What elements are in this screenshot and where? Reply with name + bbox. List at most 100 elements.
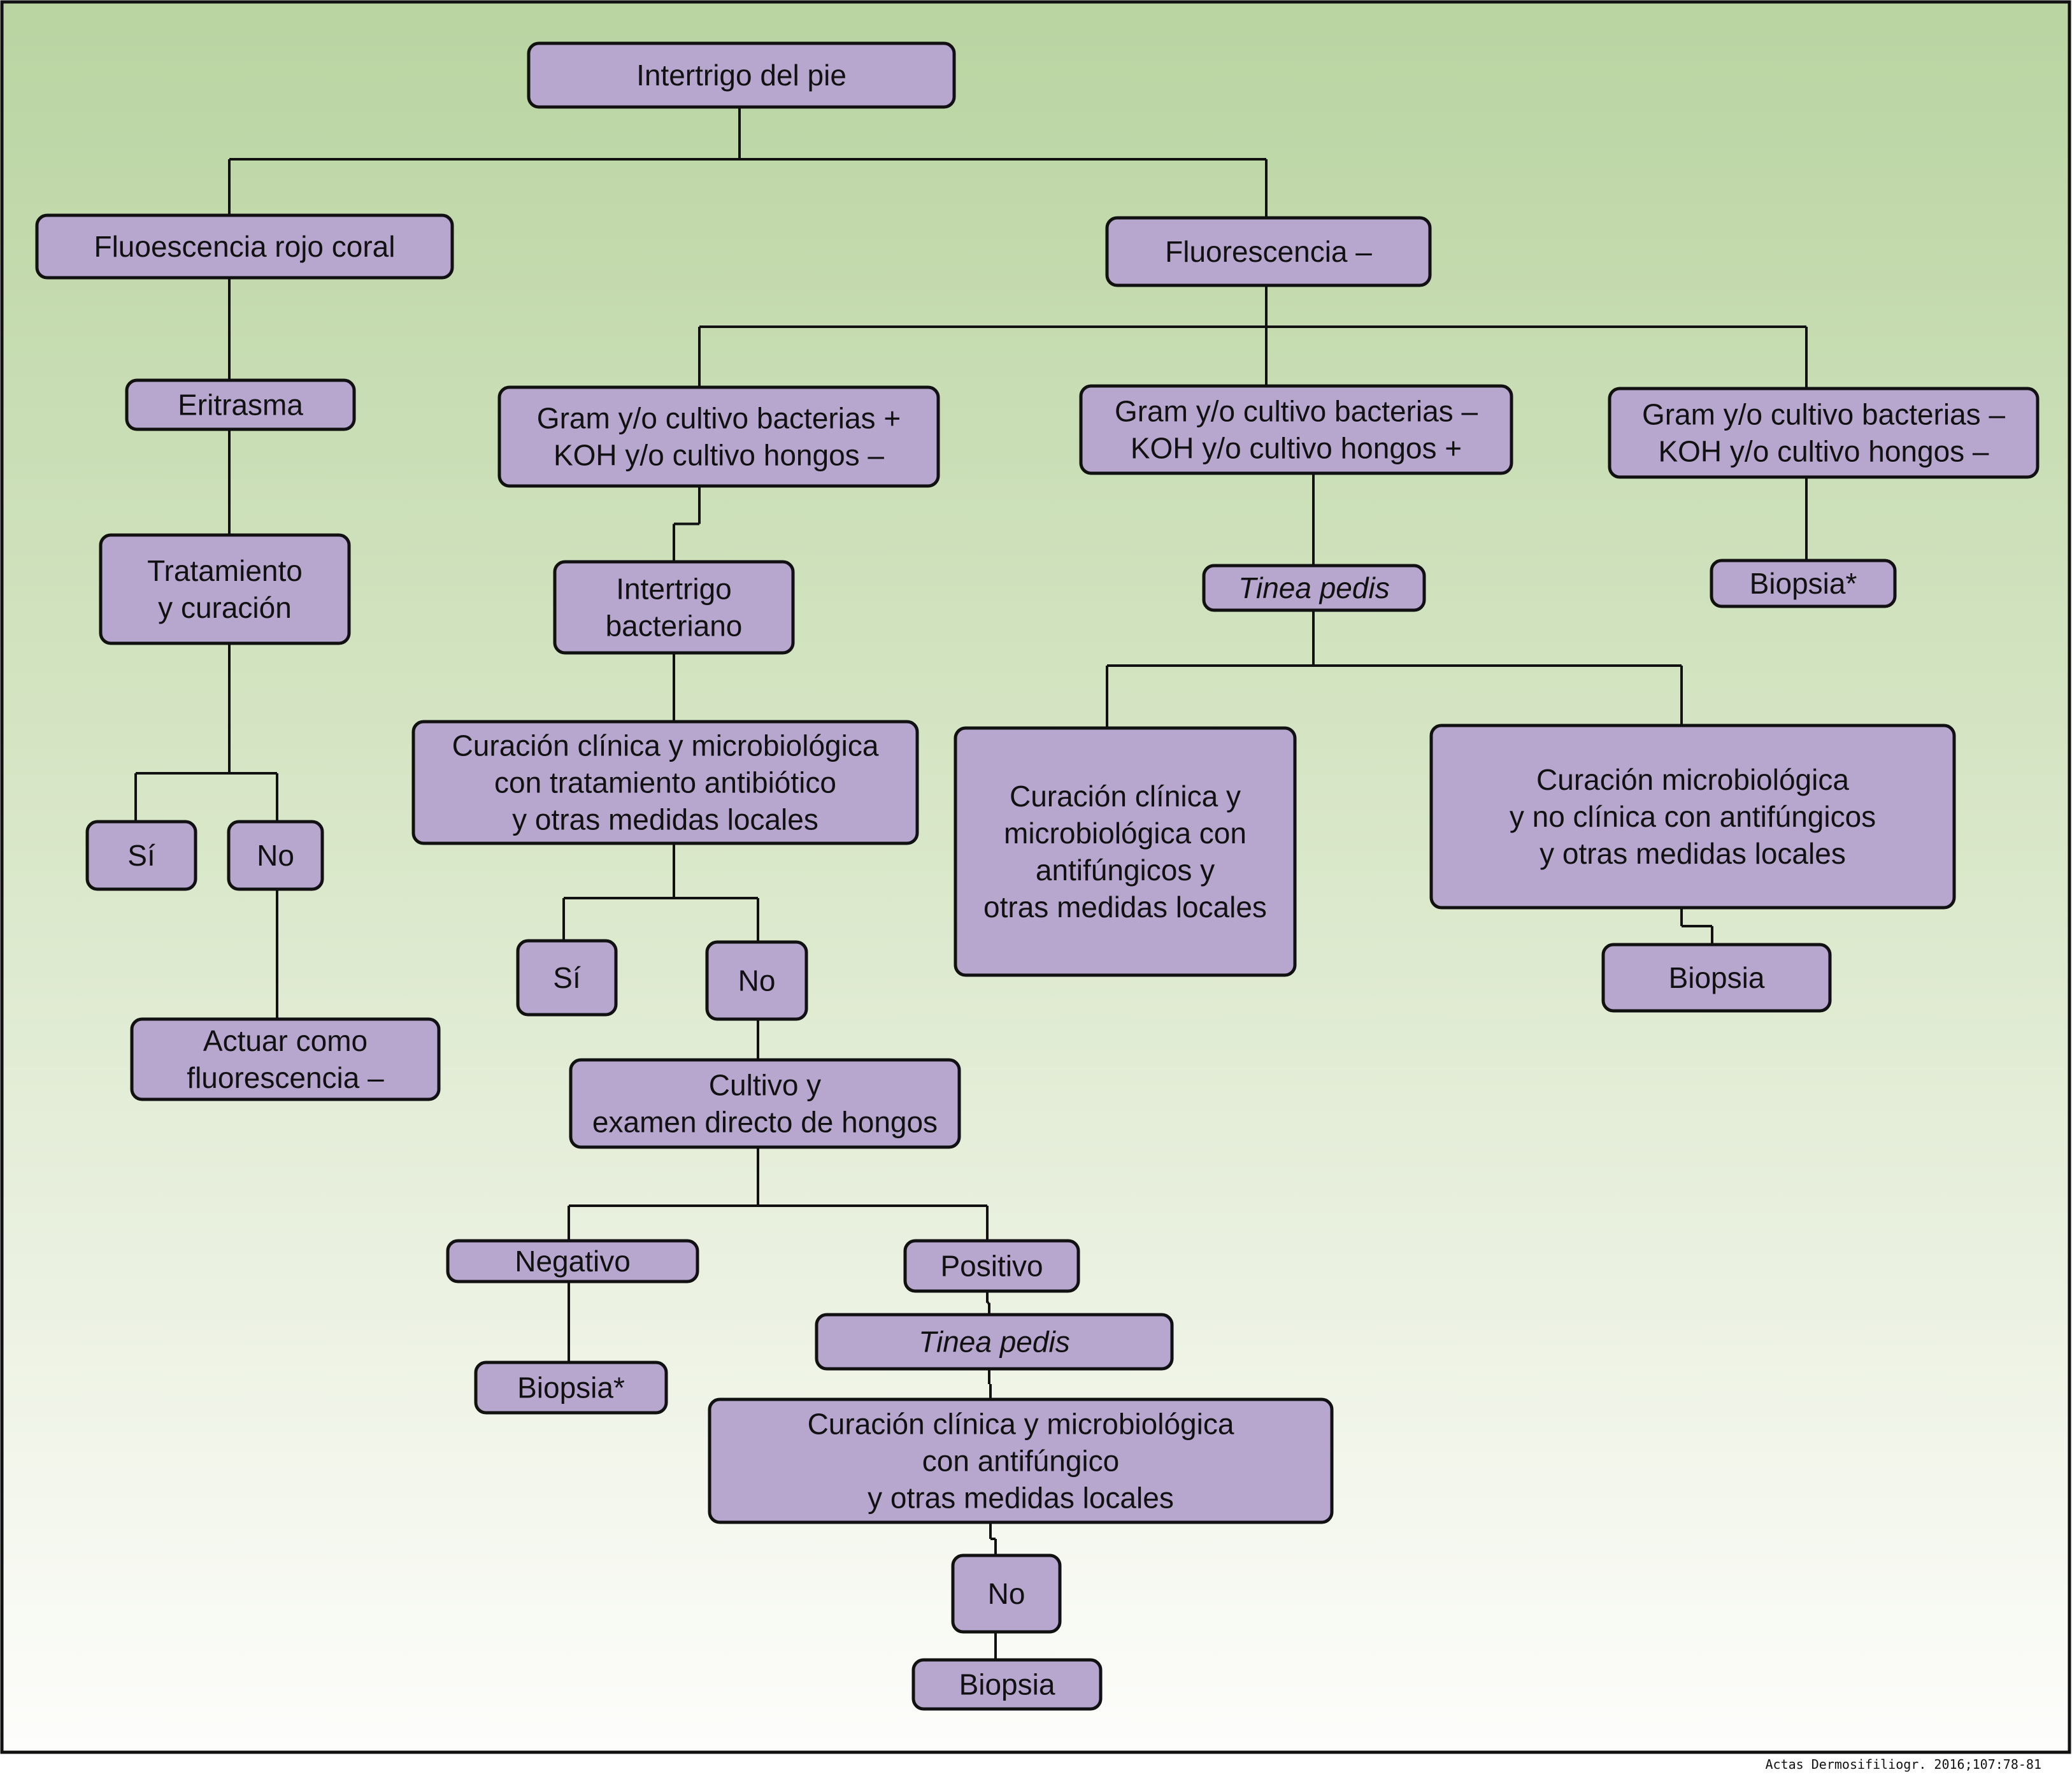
citation: Actas Dermosifiliogr. 2016;107:78-81 xyxy=(1765,1757,2041,1772)
node-label: Intertrigo xyxy=(616,573,732,606)
node-no-mid: No xyxy=(705,940,808,1021)
node-label: Curación clínica y microbiológica xyxy=(808,1408,1234,1441)
connectors xyxy=(134,107,1808,1660)
node-box xyxy=(1429,724,1956,910)
node-label: con tratamiento antibiótico xyxy=(494,766,836,799)
node-label: Biopsia* xyxy=(1750,567,1857,600)
node-curacion-antibiotico: Curación clínica y microbiológica con tra… xyxy=(411,720,919,845)
node-label: Sí xyxy=(553,961,581,994)
node-label: KOH y/o cultivo hongos – xyxy=(1658,435,1989,468)
node-box xyxy=(951,1554,1062,1634)
node-label: Negativo xyxy=(515,1245,631,1278)
node-intertrigo-bact: Intertrigo bacteriano xyxy=(553,560,795,655)
node-label: No xyxy=(257,839,294,872)
node-label: Cultivo y xyxy=(709,1069,821,1102)
node-box xyxy=(954,726,1297,977)
node-label: y otras medidas locales xyxy=(868,1482,1174,1515)
node-label: KOH y/o cultivo hongos + xyxy=(1131,432,1462,465)
node-box xyxy=(130,1017,441,1101)
node-box xyxy=(474,1361,668,1415)
node-box xyxy=(35,213,454,280)
node-box xyxy=(1608,387,2040,479)
node-label: Tinea pedis xyxy=(918,1325,1069,1359)
node-gram-neg-koh-pos: Gram y/o cultivo bacterias – KOH y/o cult… xyxy=(1079,384,1513,475)
node-tratamiento: Tratamiento y curación xyxy=(99,533,351,645)
node-box xyxy=(553,560,795,655)
node-box xyxy=(446,1239,699,1283)
node-label: Gram y/o cultivo bacterias + xyxy=(537,402,901,435)
node-eritrasma: Eritrasma xyxy=(125,378,356,431)
node-label: fluorescencia – xyxy=(187,1061,384,1094)
node-tinea-bottom: Tinea pedis xyxy=(815,1313,1174,1371)
node-box xyxy=(708,1397,1334,1524)
node-label: microbiológica con xyxy=(1004,817,1247,850)
node-label: KOH y/o cultivo hongos – xyxy=(554,439,884,472)
node-label: Curación clínica y xyxy=(1010,780,1241,813)
node-biopsia-bottom: Biopsia xyxy=(911,1658,1103,1711)
node-label: Positivo xyxy=(940,1250,1043,1283)
node-label: otras medidas locales xyxy=(983,890,1267,924)
node-tinea-right: Tinea pedis xyxy=(1202,564,1426,612)
node-box xyxy=(516,939,618,1017)
node-box xyxy=(1202,564,1426,612)
node-label: Tinea pedis xyxy=(1238,571,1389,604)
node-gram-neg-koh-neg: Gram y/o cultivo bacterias – KOH y/o cult… xyxy=(1608,387,2040,479)
node-label: bacteriano xyxy=(606,610,743,643)
node-box xyxy=(1079,384,1513,475)
node-box xyxy=(85,820,197,891)
node-label: Gram y/o cultivo bacterias – xyxy=(1642,398,2006,431)
node-label: Biopsia* xyxy=(517,1371,625,1404)
node-gram-pos: Gram y/o cultivo bacterias + KOH y/o cult… xyxy=(497,385,940,488)
node-label: y curación xyxy=(158,591,292,624)
node-label: y no clínica con antifúngicos xyxy=(1510,800,1876,833)
node-box xyxy=(1710,559,1897,608)
node-positivo: Positivo xyxy=(903,1239,1080,1293)
node-si-left: Sí xyxy=(85,820,197,891)
node-label: Fluoescencia rojo coral xyxy=(94,230,395,263)
node-box xyxy=(125,378,356,431)
node-curacion-antifungico: Curación clínica y microbiológica con ant… xyxy=(708,1397,1334,1524)
node-label: Sí xyxy=(127,839,155,872)
node-box xyxy=(497,385,940,488)
node-box xyxy=(527,41,956,109)
node-label: No xyxy=(988,1577,1025,1610)
node-si-mid: Sí xyxy=(516,939,618,1017)
node-label: Curación clínica y microbiológica xyxy=(452,729,879,762)
node-box xyxy=(99,533,351,645)
node-negativo: Negativo xyxy=(446,1239,699,1283)
node-label: antifúngicos y xyxy=(1036,854,1215,887)
node-box xyxy=(911,1658,1103,1711)
node-box xyxy=(227,820,324,891)
node-box xyxy=(1601,943,1832,1013)
node-box xyxy=(1105,216,1432,287)
node-actuar: Actuar como fluorescencia – xyxy=(130,1017,441,1101)
node-label: examen directo de hongos xyxy=(592,1106,938,1139)
node-cultivo: Cultivo y examen directo de hongos xyxy=(569,1058,961,1149)
node-label: Biopsia xyxy=(959,1668,1055,1701)
node-label: y otras medidas locales xyxy=(1540,837,1846,870)
node-fluo-neg: Fluorescencia – xyxy=(1105,216,1432,287)
node-fluo-coral: Fluoescencia rojo coral xyxy=(35,213,454,280)
node-label: Intertrigo del pie xyxy=(636,59,847,92)
node-label: Tratamiento xyxy=(147,554,303,587)
node-root: Intertrigo del pie xyxy=(527,41,956,109)
node-label: Fluorescencia – xyxy=(1165,235,1372,268)
node-label: Gram y/o cultivo bacterias – xyxy=(1115,395,1478,428)
node-curacion-antifungicos: Curación clínica y microbiológica con anti… xyxy=(954,726,1297,977)
node-label: No xyxy=(738,964,776,997)
node-label: con antifúngico xyxy=(922,1445,1119,1478)
node-label: y otras medidas locales xyxy=(512,803,818,836)
node-label: Biopsia xyxy=(1669,961,1765,994)
node-box xyxy=(705,940,808,1021)
node-label: Eritrasma xyxy=(178,389,303,422)
node-no-bottom: No xyxy=(951,1554,1062,1634)
node-box xyxy=(569,1058,961,1149)
node-biopsia-star-right: Biopsia* xyxy=(1710,559,1897,608)
node-no-left: No xyxy=(227,820,324,891)
node-box xyxy=(815,1313,1174,1371)
node-box xyxy=(411,720,919,845)
node-label: Actuar como xyxy=(203,1024,368,1057)
